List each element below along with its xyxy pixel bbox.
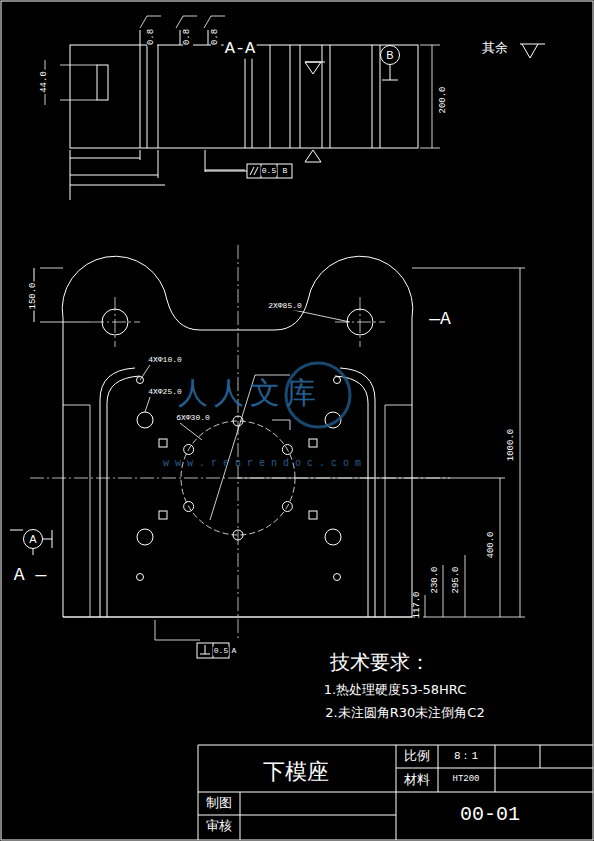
dimension: 44.0 bbox=[40, 70, 50, 94]
table-cell: 审核 bbox=[205, 819, 233, 833]
hole bbox=[137, 529, 153, 545]
dimension: 1000.0 bbox=[507, 428, 517, 462]
section-mark: —A bbox=[428, 310, 452, 330]
datum-symbol: B bbox=[380, 45, 400, 65]
table-cell: 比例 bbox=[403, 749, 431, 763]
hole bbox=[137, 412, 153, 428]
hole-callout: 6XΦ30.0 bbox=[175, 414, 211, 423]
section-mark: A — bbox=[13, 566, 47, 586]
datum-ref: B bbox=[282, 167, 289, 176]
square-hole bbox=[159, 511, 167, 519]
roughness-value: 0.8 bbox=[147, 28, 157, 46]
note: 1.热处理硬度53-58HRC bbox=[323, 683, 467, 697]
hole bbox=[334, 377, 341, 384]
square-hole bbox=[159, 439, 167, 447]
hole bbox=[334, 574, 341, 581]
hole-callout: 4XΦ25.0 bbox=[147, 388, 183, 397]
tolerance-value: 0.5 bbox=[213, 647, 229, 656]
roughness-value: 0.8 bbox=[183, 28, 193, 46]
dimension: 150.0 bbox=[29, 281, 39, 310]
hole bbox=[184, 502, 194, 512]
dimension: 200.0 bbox=[439, 85, 449, 114]
hole-callout: 4XΦ10.0 bbox=[147, 356, 183, 365]
hole bbox=[184, 445, 194, 455]
dimension: 400.0 bbox=[487, 530, 497, 559]
section-label: A-A bbox=[224, 40, 257, 59]
square-hole bbox=[309, 439, 317, 447]
table-cell: 材料 bbox=[403, 773, 431, 787]
hole-callout: 2XΦ85.0 bbox=[267, 302, 303, 311]
table-cell: 8：1 bbox=[453, 750, 479, 762]
table-cell: HT200 bbox=[451, 775, 480, 785]
hole bbox=[325, 529, 341, 545]
title-block bbox=[198, 745, 593, 840]
hole bbox=[137, 574, 144, 581]
plan-view bbox=[10, 245, 525, 658]
hole bbox=[282, 502, 292, 512]
dimension: 117.0 bbox=[413, 590, 423, 619]
section-view bbox=[45, 16, 545, 200]
roughness-value: 0.8 bbox=[211, 28, 221, 46]
dimension: 230.0 bbox=[431, 565, 441, 594]
datum-symbol: A bbox=[23, 529, 43, 549]
note: 其余 bbox=[481, 41, 509, 55]
watermark: 人人文库 bbox=[177, 376, 323, 409]
drawing-number: 00-01 bbox=[459, 804, 521, 826]
datum-ref: A bbox=[231, 647, 238, 656]
hole bbox=[282, 445, 292, 455]
note: 2.未注圆角R30未注倒角C2 bbox=[324, 706, 485, 720]
square-hole bbox=[309, 511, 317, 519]
table-cell: 制图 bbox=[205, 796, 233, 810]
datum-letter: A bbox=[29, 533, 36, 545]
watermark: www.renrendoc.com bbox=[162, 458, 368, 469]
tolerance-value: 0.5 bbox=[261, 167, 277, 176]
part-name: 下模座 bbox=[262, 760, 330, 784]
dimension: 295.0 bbox=[452, 565, 462, 594]
heading: 技术要求： bbox=[329, 651, 431, 673]
datum-letter: B bbox=[386, 49, 393, 61]
